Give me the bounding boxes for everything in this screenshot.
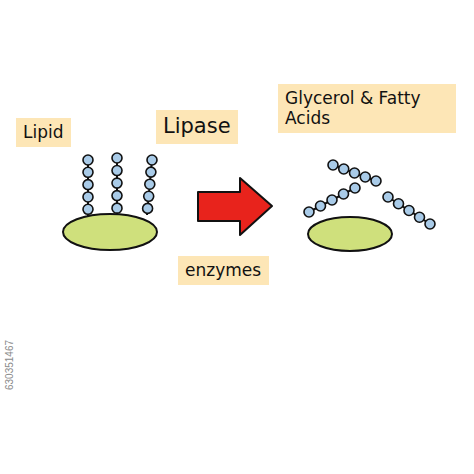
bead <box>145 179 155 189</box>
label-box: Glycerol & Fatty Acids <box>278 84 456 133</box>
box-text: Glycerol & Fatty Acids <box>285 88 449 129</box>
chain-line <box>333 165 376 181</box>
bead <box>339 189 349 199</box>
label-box: enzymes <box>178 256 269 285</box>
bead <box>316 201 326 211</box>
box-text: enzymes <box>185 260 262 280</box>
bead <box>147 155 157 165</box>
bead <box>327 195 337 205</box>
bead <box>144 191 154 201</box>
bead <box>350 168 360 178</box>
bead <box>350 183 360 193</box>
box-text: Lipid <box>23 122 64 142</box>
bead <box>425 219 435 229</box>
chain-line <box>388 197 430 224</box>
bead <box>83 180 93 190</box>
box-text: Lipase <box>163 114 231 139</box>
bead <box>112 166 122 176</box>
bead <box>112 203 122 213</box>
bead <box>83 204 93 214</box>
bead <box>112 191 122 201</box>
chain-line <box>309 188 355 212</box>
glycerol-ellipse <box>308 217 392 251</box>
bead <box>404 206 414 216</box>
label-box: Lipase <box>156 110 238 144</box>
bead <box>415 212 425 222</box>
bead <box>394 199 404 209</box>
bead <box>83 155 93 165</box>
bead <box>143 203 153 213</box>
bead <box>360 172 370 182</box>
bead <box>339 164 349 174</box>
label-box: Lipid <box>16 118 71 147</box>
bead <box>328 160 338 170</box>
bead <box>112 178 122 188</box>
bead <box>304 207 314 217</box>
stock-id-watermark: 630351467 <box>4 340 15 390</box>
bead <box>112 153 122 163</box>
bead <box>146 167 156 177</box>
bead <box>83 167 93 177</box>
bead <box>83 192 93 202</box>
bead <box>383 192 393 202</box>
reaction-arrow <box>198 178 272 235</box>
bead <box>371 176 381 186</box>
glycerol-ellipse <box>63 214 157 250</box>
